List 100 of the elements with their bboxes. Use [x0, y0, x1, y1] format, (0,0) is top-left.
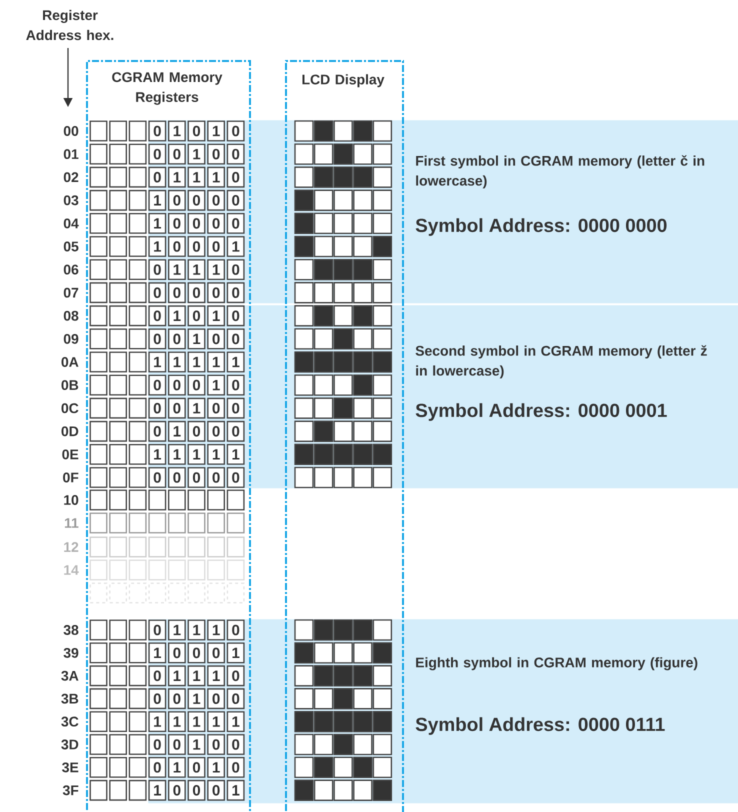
register-cell: 0	[148, 144, 166, 164]
register-cell: 0	[188, 305, 206, 326]
register-cell: 0	[226, 665, 245, 686]
register-cell: 0	[226, 166, 245, 188]
register-cell: 0	[168, 642, 186, 664]
register-cell: 1	[207, 757, 225, 778]
axis-title: Register Address hex.	[26, 10, 114, 40]
register-cell: 0	[148, 757, 166, 778]
register-cell: 0	[207, 780, 225, 801]
register-cell: 0	[148, 328, 166, 350]
register-cell: 0	[188, 780, 206, 801]
register-cell: 0	[188, 467, 206, 488]
register-cell: 0	[148, 734, 166, 755]
register-cell: 0	[207, 734, 225, 755]
register-cell: 0	[168, 213, 186, 234]
register-cell: 1	[168, 665, 186, 686]
register-cell: 1	[207, 444, 225, 465]
register-cell: 0	[148, 620, 166, 640]
register-cell: 1	[226, 780, 245, 801]
register-cell: 0	[207, 328, 225, 350]
register-cell: 0	[226, 374, 245, 396]
register-cell: 0	[168, 236, 186, 257]
register-cell: 1	[226, 711, 245, 732]
register-cell: 0	[226, 144, 245, 164]
register-cell: 0	[226, 688, 245, 710]
register-cell: 0	[207, 236, 225, 257]
register-cell: 1	[148, 352, 166, 372]
register-cell: 1	[226, 352, 245, 372]
register-cell: 0	[148, 420, 166, 442]
register-cell: 1	[207, 374, 225, 396]
register-cell: 0	[207, 642, 225, 664]
register-cell: 1	[148, 780, 166, 801]
register-cell: 1	[168, 444, 186, 465]
register-cell: 1	[188, 734, 206, 755]
register-cell: 0	[188, 642, 206, 664]
register-cell: 1	[207, 305, 225, 326]
register-cell: 0	[188, 120, 206, 142]
register-cell: 0	[207, 190, 225, 211]
register-cell: 0	[188, 282, 206, 304]
register-cell: 1	[148, 642, 166, 664]
register-cell: 1	[188, 144, 206, 164]
register-cell: 1	[207, 665, 225, 686]
register-cell: 0	[207, 688, 225, 710]
register-cell: 0	[168, 398, 186, 419]
register-cell: 0	[188, 757, 206, 778]
register-cell: 0	[148, 120, 166, 142]
register-cell: 1	[168, 757, 186, 778]
register-cell: 1	[188, 352, 206, 372]
register-cell: 0	[148, 374, 166, 396]
register-cell: 1	[188, 444, 206, 465]
register-cell: 1	[148, 236, 166, 257]
register-cell: 0	[188, 374, 206, 396]
register-cell: 0	[226, 328, 245, 350]
register-cell: 0	[148, 282, 166, 304]
register-cell: 1	[226, 642, 245, 664]
register-cell: 0	[226, 398, 245, 419]
register-cell: 1	[188, 711, 206, 732]
register-cell: 1	[207, 711, 225, 732]
register-cell: 0	[188, 236, 206, 257]
register-cell: 0	[148, 398, 166, 419]
register-cell: 1	[188, 259, 206, 280]
register-cell: 0	[188, 190, 206, 211]
register-cell: 0	[226, 259, 245, 280]
register-cell: 1	[168, 259, 186, 280]
register-cell: 0	[226, 757, 245, 778]
register-cell: 0	[168, 734, 186, 755]
register-cell: 0	[148, 166, 166, 188]
register-cell: 1	[226, 236, 245, 257]
register-cell: 0	[226, 120, 245, 142]
register-cell: 0	[148, 688, 166, 710]
register-cell: 1	[188, 688, 206, 710]
register-cell: 1	[148, 711, 166, 732]
register-cell: 0	[226, 734, 245, 755]
register-cell: 0	[148, 259, 166, 280]
register-cell: 0	[168, 780, 186, 801]
register-cell: 0	[226, 190, 245, 211]
register-cell: 0	[207, 398, 225, 419]
dashed-frame: LCD Display	[285, 60, 404, 812]
register-cell: 1	[168, 420, 186, 442]
register-cell: 0	[168, 688, 186, 710]
register-cell: 1	[188, 665, 206, 686]
register-cell: 0	[168, 144, 186, 164]
register-cell: 1	[207, 620, 225, 640]
register-cell: 0	[188, 420, 206, 442]
register-cell: 0	[168, 328, 186, 350]
register-cell: 0	[207, 420, 225, 442]
register-cell: 0	[226, 282, 245, 304]
register-cell: 1	[148, 444, 166, 465]
register-cell: 1	[188, 620, 206, 640]
register-cell: 0	[148, 665, 166, 686]
register-cell: 1	[148, 190, 166, 211]
register-cell: 1	[168, 166, 186, 188]
register-cell: 0	[226, 620, 245, 640]
register-cell: 1	[168, 620, 186, 640]
register-cell: 1	[188, 328, 206, 350]
register-cell: 0	[188, 213, 206, 234]
register-cell: 1	[168, 120, 186, 142]
register-cell: 1	[207, 259, 225, 280]
register-cell: 0	[226, 467, 245, 488]
register-cell: 0	[148, 305, 166, 326]
